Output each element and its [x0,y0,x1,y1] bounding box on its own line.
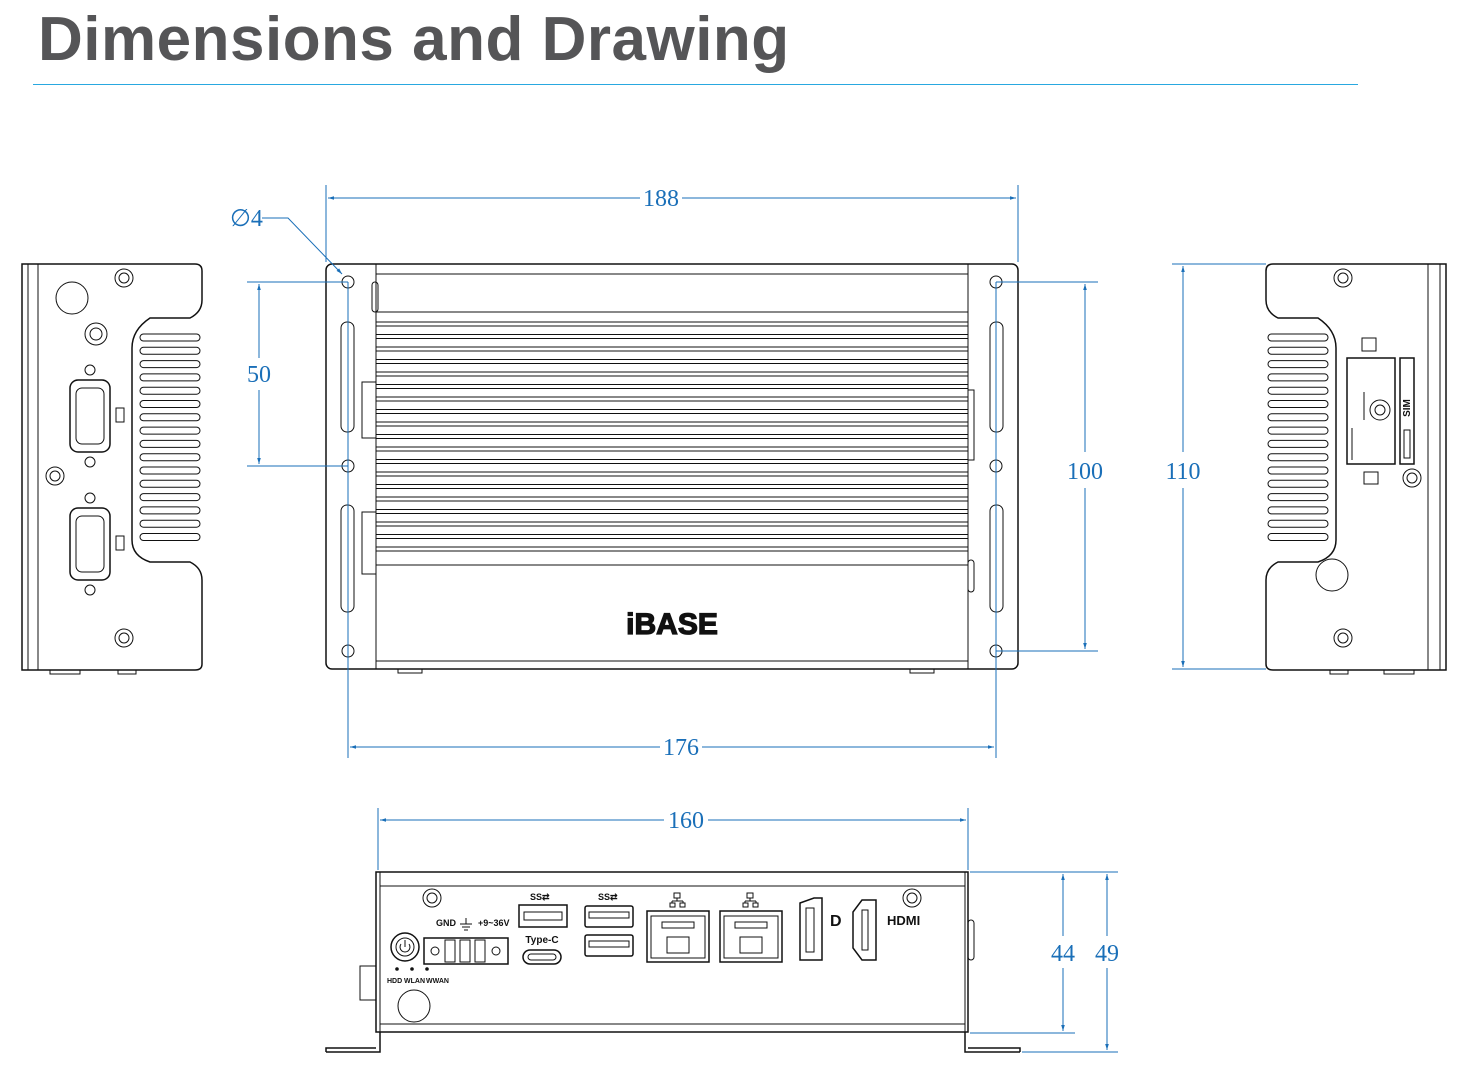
hdmi-port: HDMI [852,899,920,961]
sim-label: SIM [1402,399,1413,417]
side-fin [1267,533,1329,541]
side-fin [139,373,201,382]
dim-hole-diameter: ∅4 [230,206,263,232]
usb-ss-label: SS⇄ [530,892,550,902]
wwan-label: WWAN [426,978,449,985]
gnd-label: GND [436,918,457,928]
dp-logo: D [830,913,842,930]
dim-44: 44 [1051,941,1075,967]
sim-icon [1361,337,1377,352]
side-fin [1267,373,1329,382]
side-fin [1267,479,1329,488]
side-fin [139,439,201,448]
rear-io-view: HDD WLAN WWAN GND +9~36V SS⇄ Type-C SS⇄ [325,871,1021,1053]
lan-port-2 [719,892,783,963]
side-fin [139,493,201,502]
side-fin [1267,400,1329,408]
sd-icon [1363,471,1379,485]
side-fin [139,506,201,515]
serial-port-com1 [69,364,111,468]
right-fins [1267,333,1329,541]
side-fin [1267,346,1329,355]
usb3-port-1: SS⇄ [518,892,568,928]
mounting-holes [341,275,1003,658]
side-fin [1267,519,1329,528]
led-indicators: HDD WLAN WWAN [387,967,449,985]
displayport: D [799,897,842,961]
side-fin [139,519,201,528]
side-fin [1267,439,1329,448]
ibase-logo: iBASE [626,608,718,641]
side-fin [139,533,201,541]
top-fins [376,321,968,552]
type-c-label: Type-C [525,935,558,946]
page-title: Dimensions and Drawing [38,5,790,74]
side-fin [1267,360,1329,369]
lan-port-1 [646,892,710,963]
left-fins [139,333,201,541]
sd-card-slot [1346,337,1396,485]
left-side-view [21,263,203,675]
right-side-view: SIM [1265,263,1447,675]
side-fin [1267,466,1329,475]
side-fin [1267,386,1329,395]
side-fin [1267,413,1329,422]
side-fin [139,453,201,462]
dim-160: 160 [668,808,704,834]
serial-port-com2 [69,492,111,596]
side-fin [139,400,201,408]
side-fin [139,346,201,355]
side-fin [1267,426,1329,435]
side-fin [139,466,201,475]
dim-110: 110 [1165,459,1200,485]
power-button [390,932,420,962]
side-fin [139,413,201,422]
sim-slot: SIM [1399,357,1415,465]
usb3-ports-2: SS⇄ [584,892,634,957]
side-fin [139,386,201,395]
dim-50: 50 [247,362,271,388]
round-hole [55,281,89,315]
side-fin [1267,333,1329,342]
side-fin [139,333,201,342]
dim-188: 188 [643,186,679,212]
dim-176: 176 [663,735,699,761]
top-view: iBASE [325,263,1019,674]
usb-ss-label: SS⇄ [598,892,618,902]
usb-type-c-port: Type-C [522,935,562,965]
hdd-label: HDD [387,978,402,985]
dim-49: 49 [1095,941,1119,967]
wlan-label: WLAN [404,978,425,985]
voltage-label: +9~36V [478,918,510,928]
dimension-lines: 188 ∅4 176 50 100 110 160 44 [230,185,1266,1053]
network-icon [742,892,759,908]
side-fin [139,479,201,488]
ground-icon [460,918,472,931]
side-fin [1267,453,1329,462]
dc-terminal-block: GND +9~36V [423,918,510,965]
side-fin [139,426,201,435]
antenna-connector [84,322,108,346]
side-fin [1267,493,1329,502]
network-icon [669,892,686,908]
title-divider [33,84,1358,85]
dim-100: 100 [1067,459,1103,485]
side-fin [139,360,201,369]
side-fin [1267,506,1329,515]
hdmi-label: HDMI [887,913,920,928]
